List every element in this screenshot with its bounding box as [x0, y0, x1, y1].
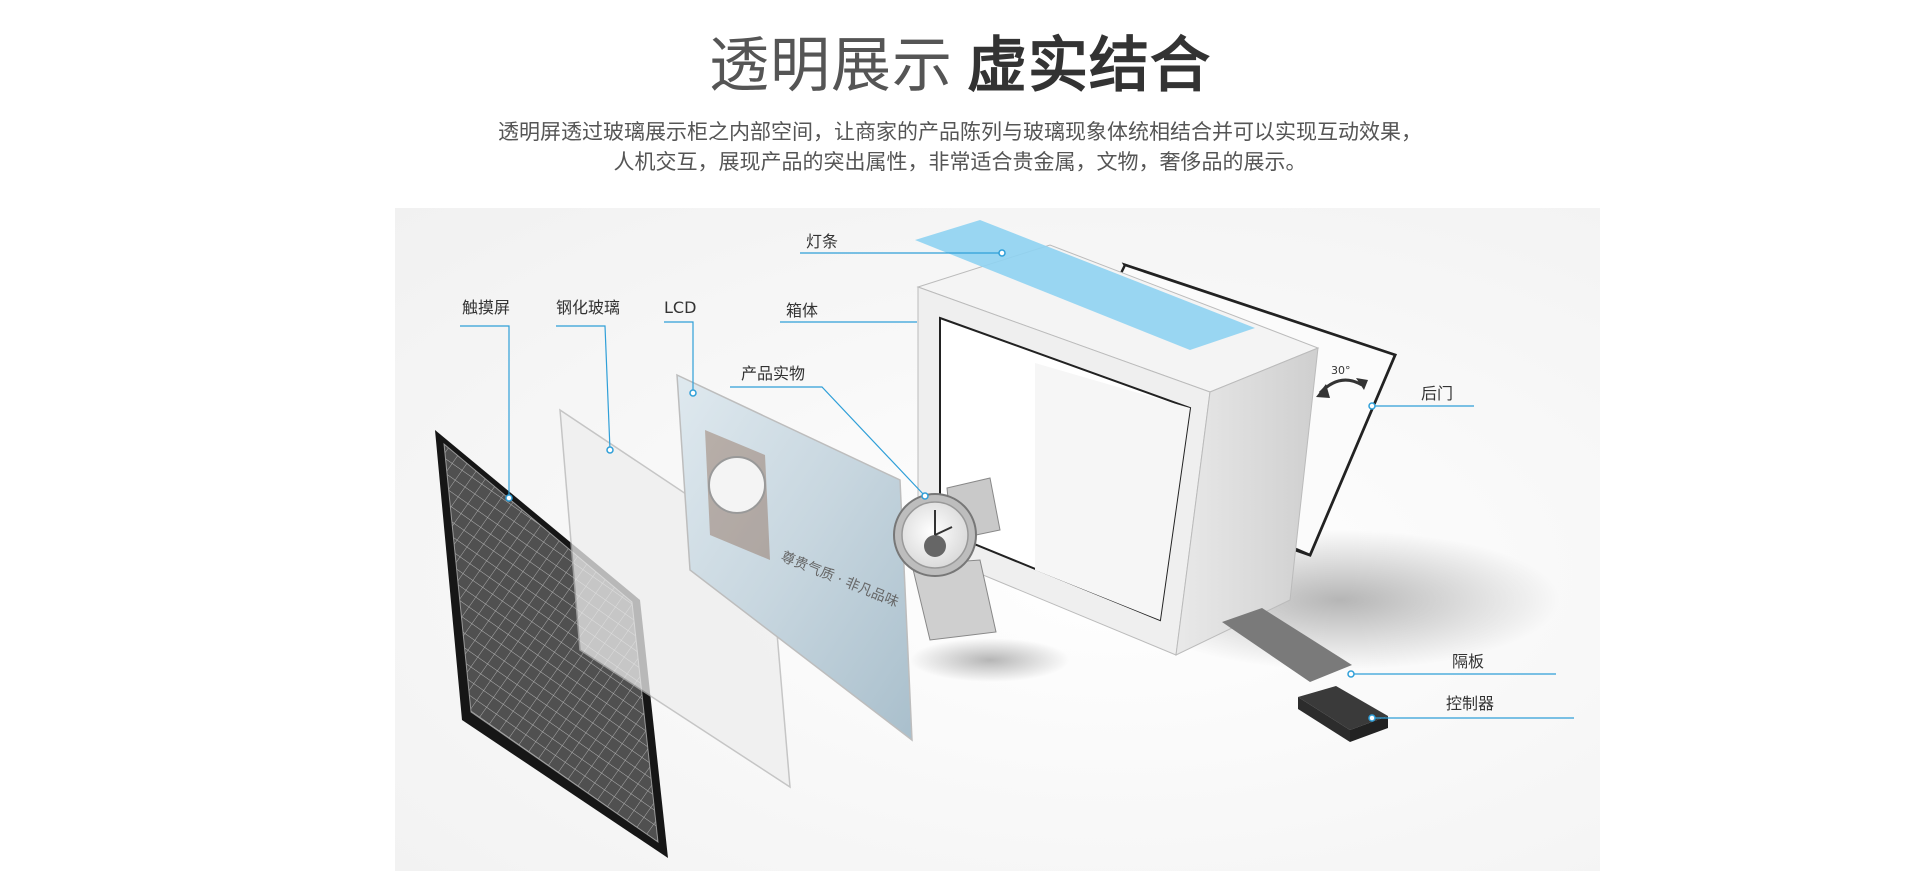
- leader-dots: [505, 249, 1376, 722]
- label-angle: 30°: [1331, 364, 1351, 377]
- touch-screen-mesh: [443, 442, 659, 844]
- cabinet-side: [1175, 347, 1319, 656]
- leader-lines: [460, 252, 1574, 719]
- title-bold: 虚实结合: [967, 31, 1211, 101]
- label-lcd: LCD: [664, 298, 697, 317]
- label-controller: 控制器: [1446, 694, 1495, 713]
- watch-shadow: [910, 638, 1070, 682]
- label-touch-screen: 触摸屏: [462, 298, 511, 317]
- label-partition: 隔板: [1452, 652, 1485, 671]
- description-line-1: 透明屏透过玻璃展示柜之内部空间，让商家的产品陈列与玻璃现象体统相结合并可以实现互…: [498, 120, 1422, 144]
- label-cabinet: 箱体: [786, 301, 819, 320]
- partition: [1222, 608, 1352, 682]
- controller-top: [1298, 686, 1388, 730]
- label-tempered-glass: 钢化玻璃: [556, 298, 621, 317]
- label-product: 产品实物: [741, 364, 806, 383]
- page-title: 透明展示虚实结合: [0, 26, 1920, 106]
- title-light: 透明展示: [709, 31, 953, 101]
- label-back-door: 后门: [1421, 384, 1454, 403]
- description-line-2: 人机交互，展现产品的突出属性，非常适合贵金属，文物，奢侈品的展示。: [613, 150, 1307, 174]
- controller-front: [1350, 716, 1388, 742]
- label-light-bar: 灯条: [806, 232, 839, 251]
